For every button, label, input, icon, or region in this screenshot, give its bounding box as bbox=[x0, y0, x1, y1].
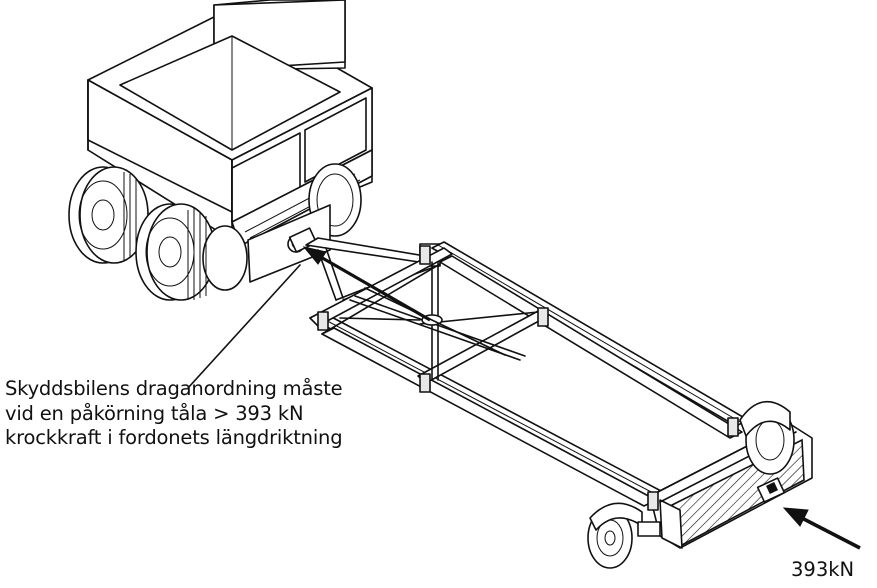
rear-wheels bbox=[68, 163, 362, 301]
annotation-text: Skyddsbilens draganordning måste vid en … bbox=[5, 377, 425, 451]
tow-hitch bbox=[287, 227, 318, 253]
truck bbox=[68, 0, 373, 301]
force-label: 393kN bbox=[791, 558, 855, 581]
annotation-line: Skyddsbilens draganordning måste bbox=[5, 377, 343, 400]
trailer-wheel-right bbox=[739, 400, 795, 475]
force-arrow-rear bbox=[782, 507, 861, 550]
force-arrow-hitch bbox=[302, 246, 431, 322]
trailer-frame bbox=[305, 237, 813, 569]
tipper-body bbox=[87, 0, 373, 247]
leader-line bbox=[187, 264, 301, 389]
tube-clamps bbox=[317, 245, 739, 511]
annotation-line: krockkraft i fordonets längdriktning bbox=[5, 426, 343, 449]
trailer-wheel-left bbox=[587, 502, 661, 569]
annotation-line: vid en påkörning tåla > 393 kN bbox=[5, 401, 304, 425]
